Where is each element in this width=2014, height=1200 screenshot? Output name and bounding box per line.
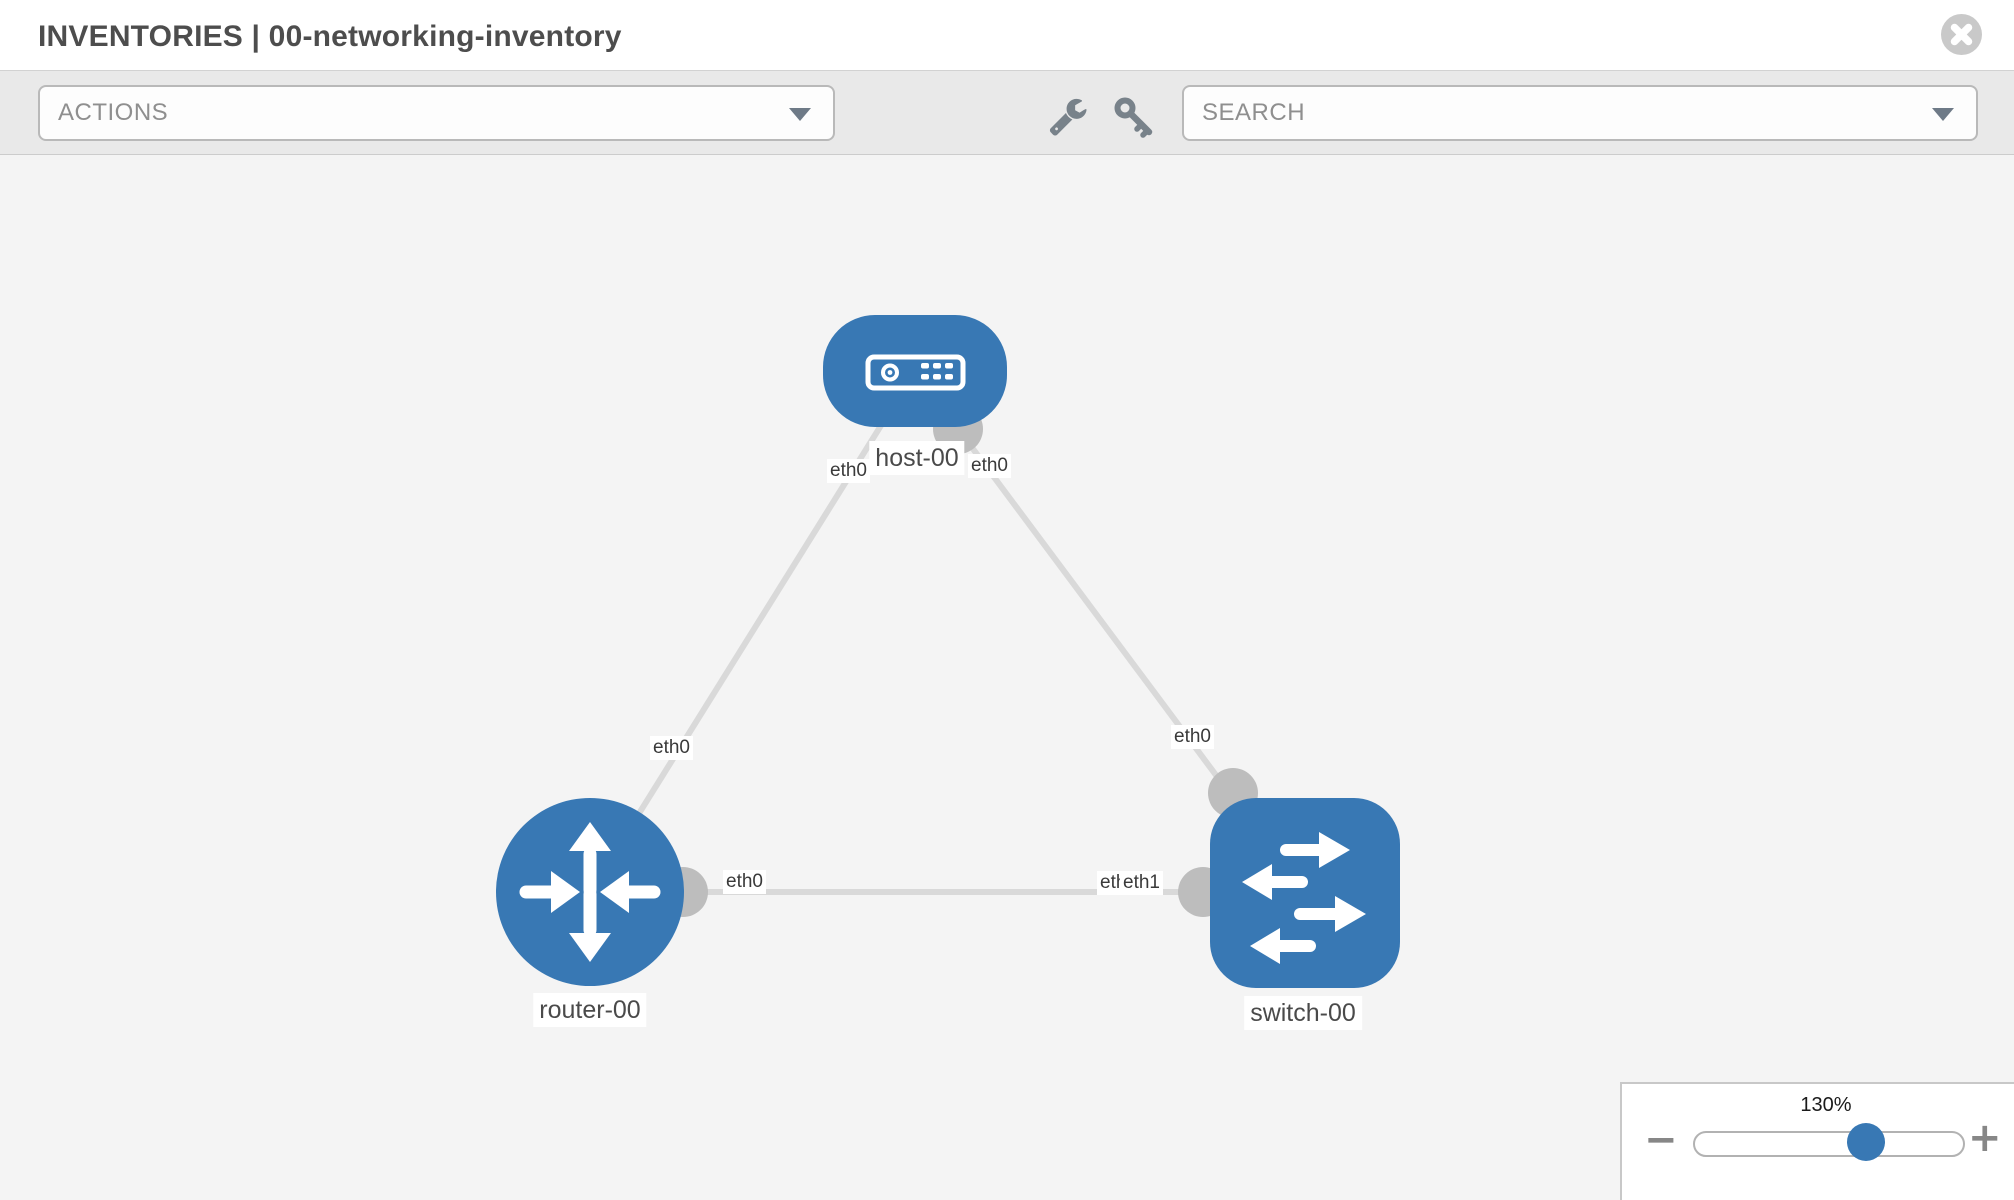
zoom-out-button[interactable]: − — [1644, 1117, 1678, 1163]
title-bar: INVENTORIES | 00-networking-inventory — [0, 0, 2014, 70]
port-label-switch-eth1: eth1 — [1120, 871, 1163, 895]
node-router-00[interactable] — [496, 798, 684, 986]
chevron-down-icon — [1932, 108, 1954, 121]
port-label-host-right: eth0 — [968, 454, 1011, 478]
server-icon — [865, 354, 966, 391]
wrench-icon — [1049, 98, 1087, 136]
close-button[interactable] — [1941, 14, 1982, 55]
port-label-link-switch: eth0 — [1171, 725, 1214, 749]
node-label-host: host-00 — [869, 441, 965, 475]
topology-canvas[interactable]: host-00 router-00 switch-00 eth0 eth0 et… — [0, 155, 2014, 1200]
actions-dropdown[interactable]: ACTIONS — [38, 85, 835, 141]
port-label-host-left: eth0 — [827, 459, 870, 483]
actions-dropdown-label: ACTIONS — [58, 99, 169, 126]
zoom-slider-track[interactable] — [1693, 1123, 1965, 1161]
credentials-button[interactable] — [1112, 95, 1156, 139]
chevron-down-icon — [789, 108, 811, 121]
node-host-00[interactable] — [823, 315, 1007, 427]
search-dropdown[interactable]: SEARCH — [1182, 85, 1978, 141]
zoom-panel: 130% − + — [1620, 1082, 2014, 1200]
zoom-in-button[interactable]: + — [1968, 1115, 2002, 1161]
node-switch-00[interactable] — [1210, 798, 1400, 988]
search-placeholder: SEARCH — [1202, 99, 1306, 126]
port-label-router-eth0: eth0 — [723, 870, 766, 894]
node-label-switch: switch-00 — [1244, 996, 1362, 1030]
zoom-slider-handle[interactable] — [1847, 1123, 1885, 1161]
page-title: INVENTORIES | 00-networking-inventory — [38, 20, 622, 53]
close-icon — [1950, 23, 1973, 46]
topology-links-layer — [587, 369, 1306, 917]
switch-icon — [1242, 832, 1366, 964]
tools-button[interactable] — [1046, 95, 1090, 139]
router-icon — [519, 822, 661, 962]
key-icon — [1114, 97, 1153, 138]
port-label-link-router: eth0 — [650, 736, 693, 760]
node-label-router: router-00 — [533, 993, 647, 1027]
toolbar: ACTIONS SEARCH — [0, 70, 2014, 155]
link-router-host[interactable] — [587, 369, 918, 894]
zoom-level: 130% — [1800, 1094, 1852, 1116]
